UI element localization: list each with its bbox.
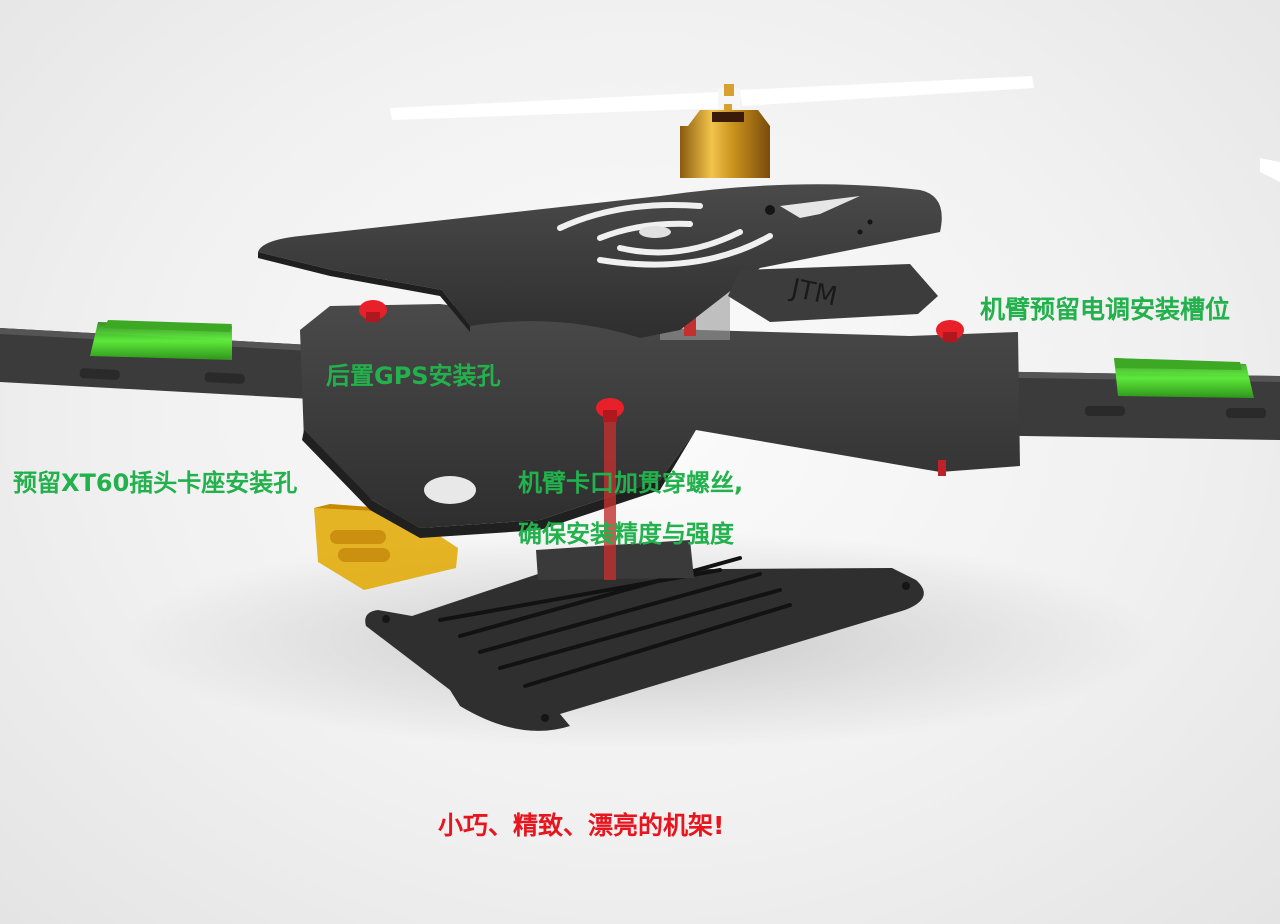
propeller bbox=[390, 76, 1034, 120]
left-esc-board bbox=[90, 320, 232, 360]
nylon-caps bbox=[359, 300, 964, 476]
xt60-mount-hole bbox=[424, 476, 476, 504]
right-esc-board bbox=[1114, 358, 1254, 398]
callout-arm-lock-line2: 确保安装精度与强度 bbox=[518, 520, 734, 548]
callout-rear-gps: 后置GPS安装孔 bbox=[326, 362, 501, 390]
battery-plate bbox=[365, 556, 924, 731]
propeller-fragment bbox=[1260, 158, 1280, 182]
callout-esc-slot: 机臂预留电调安装槽位 bbox=[980, 295, 1231, 324]
callout-arm-lock-line1: 机臂卡口加贯穿螺丝, bbox=[518, 469, 744, 497]
tagline: 小巧、精致、漂亮的机架! bbox=[438, 811, 725, 840]
top-plate bbox=[258, 184, 942, 338]
motor bbox=[680, 104, 770, 178]
main-body-plate bbox=[300, 304, 1020, 538]
jtm-logo-plate: JTM bbox=[728, 264, 938, 322]
callout-xt60-mount: 预留XT60插头卡座安装孔 bbox=[13, 469, 298, 497]
